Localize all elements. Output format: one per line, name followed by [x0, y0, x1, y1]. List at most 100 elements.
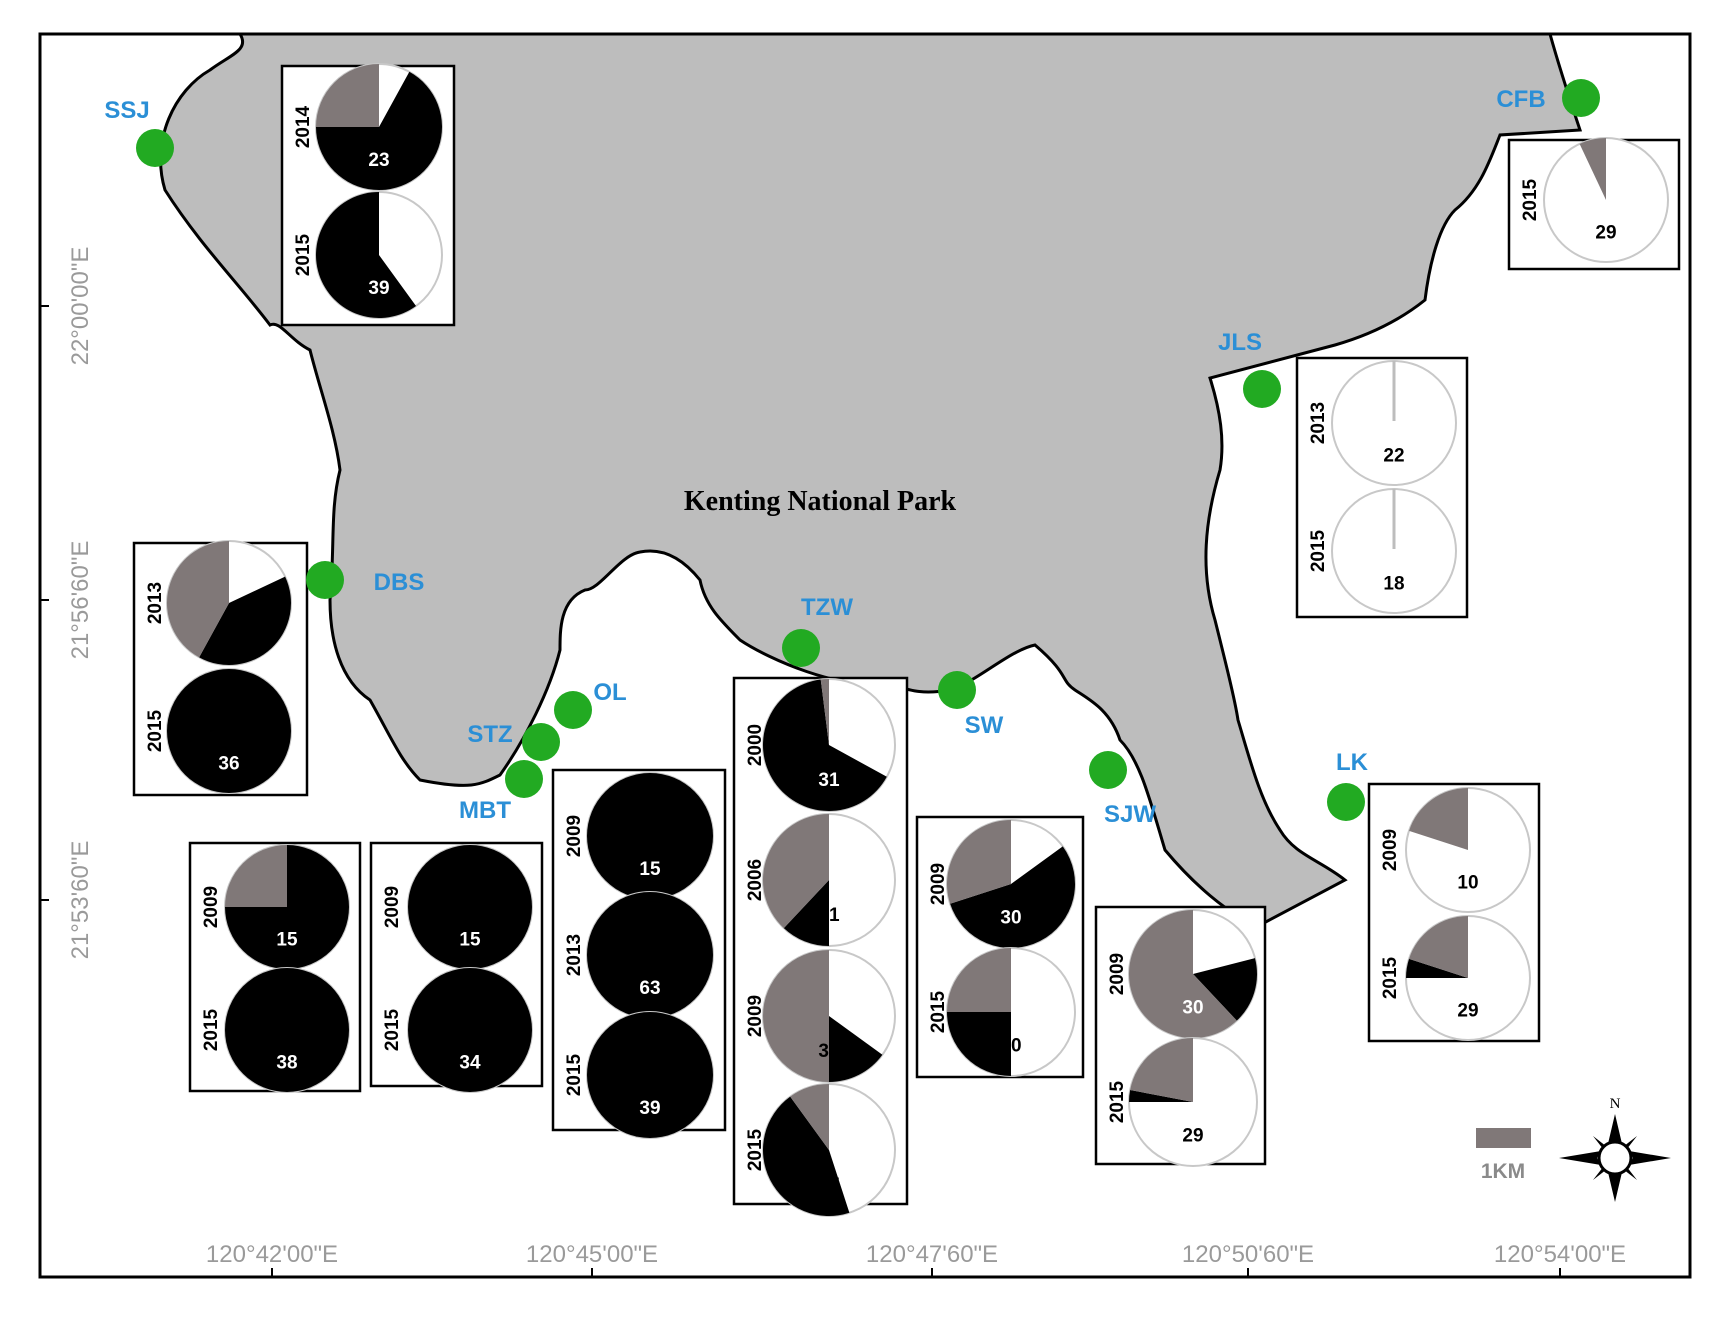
pie-count-label: 34 — [459, 1052, 481, 1073]
pie-count-label: 29 — [1595, 222, 1616, 243]
pie-ol-2013: 63 2013 — [564, 891, 714, 1019]
pie-count-label: 63 — [639, 978, 660, 999]
pie-black-slice — [587, 1012, 713, 1138]
pie-year-label: 2015 — [382, 1008, 403, 1051]
site-marker-sw — [938, 671, 976, 709]
pie-black-slice — [947, 1012, 1011, 1076]
pie-year-label: 2009 — [1380, 829, 1401, 871]
site-label-jls: JLS — [1218, 329, 1262, 356]
pie-grey-slice — [1128, 910, 1237, 1038]
pie-grey-slice — [1130, 1038, 1193, 1102]
site-label-sjw: SJW — [1104, 801, 1156, 828]
pie-count-label: 23 — [368, 150, 389, 171]
pie-black-slice — [167, 669, 291, 793]
pie-black-slice — [587, 773, 713, 899]
pie-count-label: 39 — [368, 278, 389, 299]
pie-year-label: 2009 — [928, 863, 949, 905]
pie-grey-slice — [316, 64, 379, 127]
pie-count-label: 39 — [639, 1098, 660, 1119]
pie-count-label: 29 — [1182, 1126, 1203, 1147]
pie-year-label: 2013 — [564, 934, 585, 976]
pie-sw-2009: 30 2009 — [928, 819, 1076, 949]
pie-count-label: 30 — [1000, 908, 1021, 929]
site-marker-ol — [554, 691, 592, 729]
pie-count-label: 30 — [1182, 998, 1203, 1019]
pie-stz-2015: 34 2015 — [382, 967, 533, 1093]
pie-count-label: 15 — [639, 859, 661, 880]
pie-count-label: 30 — [818, 1041, 839, 1062]
pie-grey-slice — [225, 845, 287, 907]
pie-year-label: 2015 — [928, 990, 949, 1033]
pie-year-label: 2015 — [1107, 1080, 1128, 1123]
pie-year-label: 2013 — [1308, 402, 1329, 444]
pie-year-label: 2009 — [745, 995, 766, 1037]
north-label: N — [1610, 1096, 1621, 1112]
pie-ssj-2015: 39 2015 — [293, 191, 443, 319]
pie-black-slice — [1129, 1090, 1193, 1102]
latitude-label: 21°56'60"E — [67, 541, 94, 660]
pie-black-slice — [1193, 958, 1257, 1021]
pie-grey-slice — [947, 948, 1011, 1012]
pie-black-slice — [199, 576, 292, 665]
longitude-label: 120°45'00"E — [526, 1241, 658, 1268]
pie-year-label: 2014 — [293, 105, 314, 148]
longitude-label: 120°42'00"E — [206, 1241, 338, 1268]
pie-count-label: 15 — [276, 929, 298, 950]
site-marker-dbs — [306, 561, 344, 599]
pie-tzw-2000: 31 2000 — [745, 678, 896, 812]
site-label-ssj: SSJ — [104, 97, 149, 124]
pie-black-slice — [316, 192, 417, 319]
scale-bar-label: 1KM — [1481, 1160, 1525, 1183]
pie-count-label: 31 — [818, 770, 840, 791]
pie-count-label: 47 — [818, 1175, 839, 1196]
pie-year-label: 2000 — [745, 724, 766, 766]
pie-count-label: 22 — [1383, 445, 1404, 466]
pie-count-label: 15 — [459, 929, 481, 950]
pie-black-slice — [316, 71, 442, 190]
pie-year-label: 2009 — [1107, 953, 1128, 995]
site-label-mbt: MBT — [459, 797, 511, 824]
scale-bar: 1KM — [1476, 1128, 1531, 1183]
pie-black-slice — [829, 1016, 883, 1082]
pie-year-label: 2006 — [745, 859, 766, 901]
pie-count-label: 31 — [818, 905, 840, 926]
pie-black-slice — [762, 1096, 850, 1217]
site-marker-tzw — [782, 629, 820, 667]
pie-grey-slice — [1409, 915, 1468, 978]
latitude-labels: 22°00'00"E21°56'60"E21°53'60"E — [40, 247, 94, 959]
pie-black-slice — [587, 892, 713, 1018]
pie-year-label: 2015 — [745, 1128, 766, 1171]
site-label-sw: SW — [965, 712, 1004, 739]
site-label-tzw: TZW — [801, 594, 853, 621]
north-arrow-icon: N — [1559, 1096, 1671, 1202]
pie-sjw-2015: 29 2015 — [1107, 1037, 1258, 1167]
pie-year-label: 2009 — [564, 815, 585, 857]
site-label-dbs: DBS — [374, 569, 425, 596]
latitude-label: 22°00'00"E — [67, 247, 94, 366]
inset-box-ssj: 23 2014 39 2015 — [280, 63, 456, 327]
site-marker-cfb — [1562, 79, 1600, 117]
pie-jls-2013: 22 2013 — [1308, 360, 1457, 486]
pie-year-label: 2015 — [201, 1008, 222, 1051]
pie-black-slice — [225, 968, 349, 1092]
pie-ssj-2014: 23 2014 — [293, 63, 443, 191]
site-marker-lk — [1327, 783, 1365, 821]
pie-year-label: 2015 — [293, 233, 314, 276]
site-marker-sjw — [1089, 751, 1127, 789]
pie-black-slice — [1406, 958, 1468, 978]
site-label-cfb: CFB — [1496, 86, 1545, 113]
site-label-stz: STZ — [467, 721, 512, 748]
pie-count-label: 36 — [218, 753, 239, 774]
